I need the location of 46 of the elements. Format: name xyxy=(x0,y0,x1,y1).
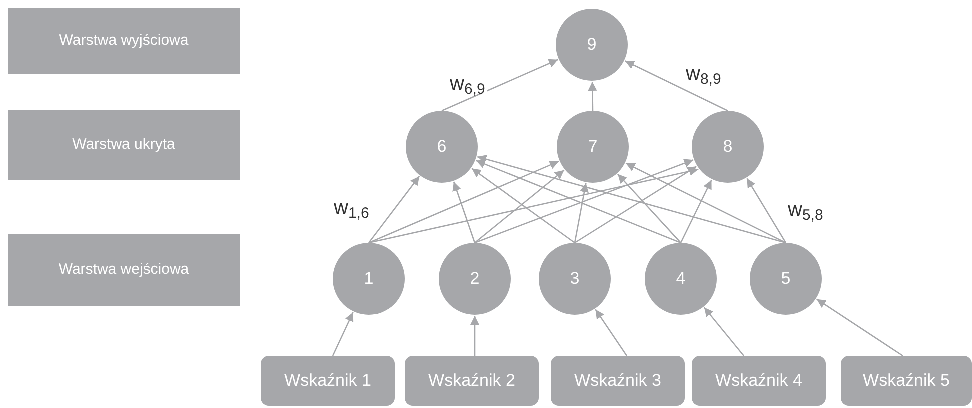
arrow xyxy=(332,312,354,356)
arrow xyxy=(574,166,697,244)
arrow xyxy=(472,168,576,244)
node-text: Warstwa wejściowa xyxy=(58,260,190,280)
arrow xyxy=(452,182,476,244)
arrow xyxy=(816,298,904,357)
arrow xyxy=(680,180,712,244)
indicator-box xyxy=(841,356,972,406)
arrow xyxy=(588,82,598,111)
indicator-box xyxy=(405,356,539,406)
arrow xyxy=(574,183,589,244)
node-text: 4 xyxy=(676,268,686,290)
indicator-box xyxy=(551,356,685,406)
node-text: 3 xyxy=(570,268,580,290)
node-text: 1 xyxy=(364,268,374,290)
indicator-box xyxy=(692,356,826,406)
arrow xyxy=(626,162,786,244)
node-text: Warstwa wyjściowa xyxy=(59,30,189,51)
arrow xyxy=(625,60,728,112)
node-text: 7 xyxy=(588,136,598,158)
node-text: Wskaźnik 5 xyxy=(863,370,950,392)
arrow xyxy=(470,316,480,356)
node-text: 8 xyxy=(723,136,733,158)
layer-box xyxy=(8,234,240,306)
arrow xyxy=(368,160,560,244)
node-text: 5 xyxy=(781,268,791,290)
arrow xyxy=(618,174,682,244)
layer-box xyxy=(8,8,240,74)
node-text: 6 xyxy=(437,136,447,158)
node-text: 9 xyxy=(587,34,597,56)
arrow xyxy=(368,176,420,244)
arrow xyxy=(474,170,565,244)
arrow xyxy=(704,307,744,356)
arrow xyxy=(442,59,558,112)
node-text: Wskaźnik 1 xyxy=(284,370,372,392)
arrow xyxy=(746,178,787,244)
indicator-box xyxy=(261,356,395,406)
node-text: Warstwa ukryta xyxy=(72,134,176,155)
arrow xyxy=(368,167,699,244)
arrow xyxy=(477,155,786,244)
node-text: Wskaźnik 4 xyxy=(716,370,802,392)
arrow xyxy=(595,309,628,356)
node-text: Wskaźnik 2 xyxy=(428,370,516,392)
node-text: Wskaźnik 3 xyxy=(574,370,662,392)
layer-box xyxy=(8,110,240,180)
node-text: 2 xyxy=(470,268,480,290)
